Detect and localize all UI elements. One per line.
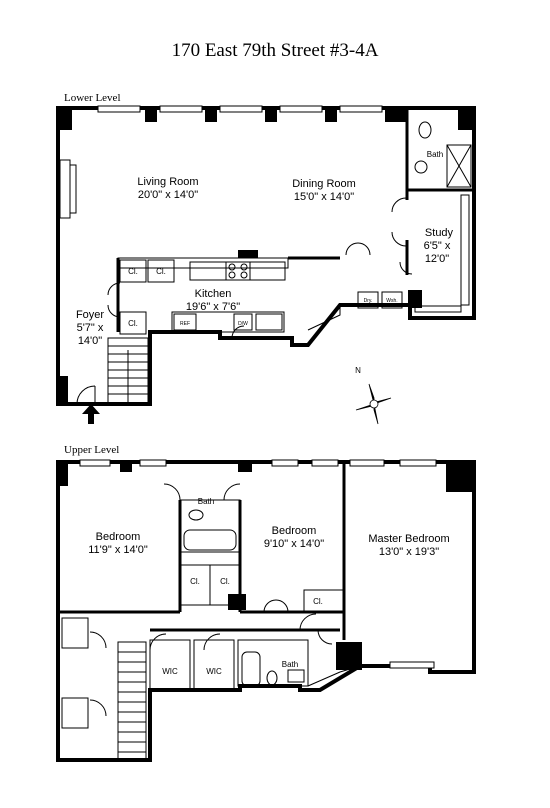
range: [225, 261, 251, 281]
bedroom1-name: Bedroom: [96, 531, 141, 543]
upper-exterior-wall: [56, 460, 476, 762]
fireplace: [59, 159, 71, 219]
upper-staircase: [117, 641, 147, 761]
master-bedroom-dims: 13'0" x 19'3": [379, 546, 439, 558]
upper-closet-label-1: Cl.: [190, 577, 200, 586]
foyer-dims-2: 14'0": [78, 335, 102, 347]
foyer-name: Foyer: [76, 309, 104, 321]
living-room-dims: 20'0" x 14'0": [138, 189, 198, 201]
lower-doors: [76, 197, 413, 405]
living-room-name: Living Room: [137, 176, 198, 188]
lower-windows: [97, 105, 462, 313]
bathtub-bottom: [241, 651, 261, 687]
wic-label-2: WIC: [206, 667, 222, 676]
upper-labels: Bedroom 11'9" x 14'0" Bedroom 9'10" x 14…: [88, 497, 449, 676]
upper-level-label: Upper Level: [64, 444, 120, 456]
closet-label-2: Cl.: [156, 267, 166, 276]
master-bedroom-name: Master Bedroom: [368, 533, 449, 545]
wic-1: [149, 639, 191, 691]
wic-2: [193, 639, 235, 691]
top-toilet: [188, 509, 204, 521]
left-closet-1: [61, 617, 89, 649]
compass-north-label: N: [355, 366, 361, 375]
wic-label-1: WIC: [162, 667, 178, 676]
upper-closet-3: [303, 589, 345, 613]
study-dims-2: 12'0": [425, 253, 449, 265]
kitchen-counter-bottom: [171, 311, 285, 333]
dishwasher: [233, 313, 253, 331]
bathtub-top: [183, 529, 237, 551]
lower-exterior-wall: [56, 106, 476, 406]
bedroom1-dims: 11'9" x 14'0": [88, 544, 148, 556]
upper-closet-label-2: Cl.: [220, 577, 230, 586]
left-closet-2: [61, 697, 89, 729]
bay-window: [307, 305, 341, 331]
bottom-toilet: [266, 670, 278, 686]
upper-closet-2: [209, 564, 241, 606]
upper-bay-window: [307, 665, 361, 687]
dining-room-dims: 15'0" x 14'0": [294, 191, 354, 203]
kitchen-sink: [255, 313, 283, 331]
dining-room-name: Dining Room: [292, 178, 356, 190]
bath-bottom: [237, 639, 309, 687]
closet-1: [119, 259, 147, 283]
lower-level-label: Lower Level: [64, 92, 121, 104]
lower-bath-upper-label: Bath: [282, 660, 298, 669]
lower-columns: [58, 108, 474, 404]
washer-label: Wsh.: [386, 298, 397, 304]
lower-bath-label: Bath: [427, 150, 443, 159]
washer: [381, 291, 403, 309]
upper-level-plan: [56, 459, 476, 762]
lower-labels: Living Room 20'0" x 14'0" Dining Room 15…: [76, 150, 454, 375]
dishwasher-label: D/W: [238, 321, 248, 327]
upper-closet-label-3: Cl.: [313, 597, 323, 606]
compass: [355, 383, 392, 425]
bath-sink: [414, 160, 428, 174]
lower-staircase: [107, 337, 149, 405]
shower: [446, 144, 472, 188]
refrigerator-label: REF: [180, 321, 190, 327]
entry-arrow: [82, 404, 100, 424]
upper-columns: [58, 462, 474, 670]
foyer-dims-1: 5'7" x: [77, 322, 104, 334]
study-dims-1: 6'5" x: [424, 240, 451, 252]
closet-3: [119, 311, 147, 335]
plan-title: 170 East 79th Street #3-4A: [171, 40, 379, 61]
bedroom2-dims: 9'10" x 14'0": [264, 538, 324, 550]
kitchen-dims: 19'6" x 7'6": [186, 301, 240, 313]
lower-level-plan: [56, 105, 476, 424]
dryer: [357, 291, 379, 309]
closet-label-3: Cl.: [128, 319, 138, 328]
upper-doors: [89, 483, 333, 717]
study-name: Study: [425, 227, 454, 239]
closet-2: [147, 259, 175, 283]
upper-bath-label: Bath: [198, 497, 214, 506]
closet-label-1: Cl.: [128, 267, 138, 276]
upper-windows: [79, 459, 437, 669]
dryer-label: Dry.: [364, 298, 373, 304]
bedroom2-name: Bedroom: [272, 525, 317, 537]
toilet: [418, 121, 432, 139]
refrigerator: [173, 313, 197, 331]
kitchen-name: Kitchen: [195, 288, 232, 300]
bottom-sink: [287, 669, 305, 683]
top-bath: [179, 499, 241, 553]
